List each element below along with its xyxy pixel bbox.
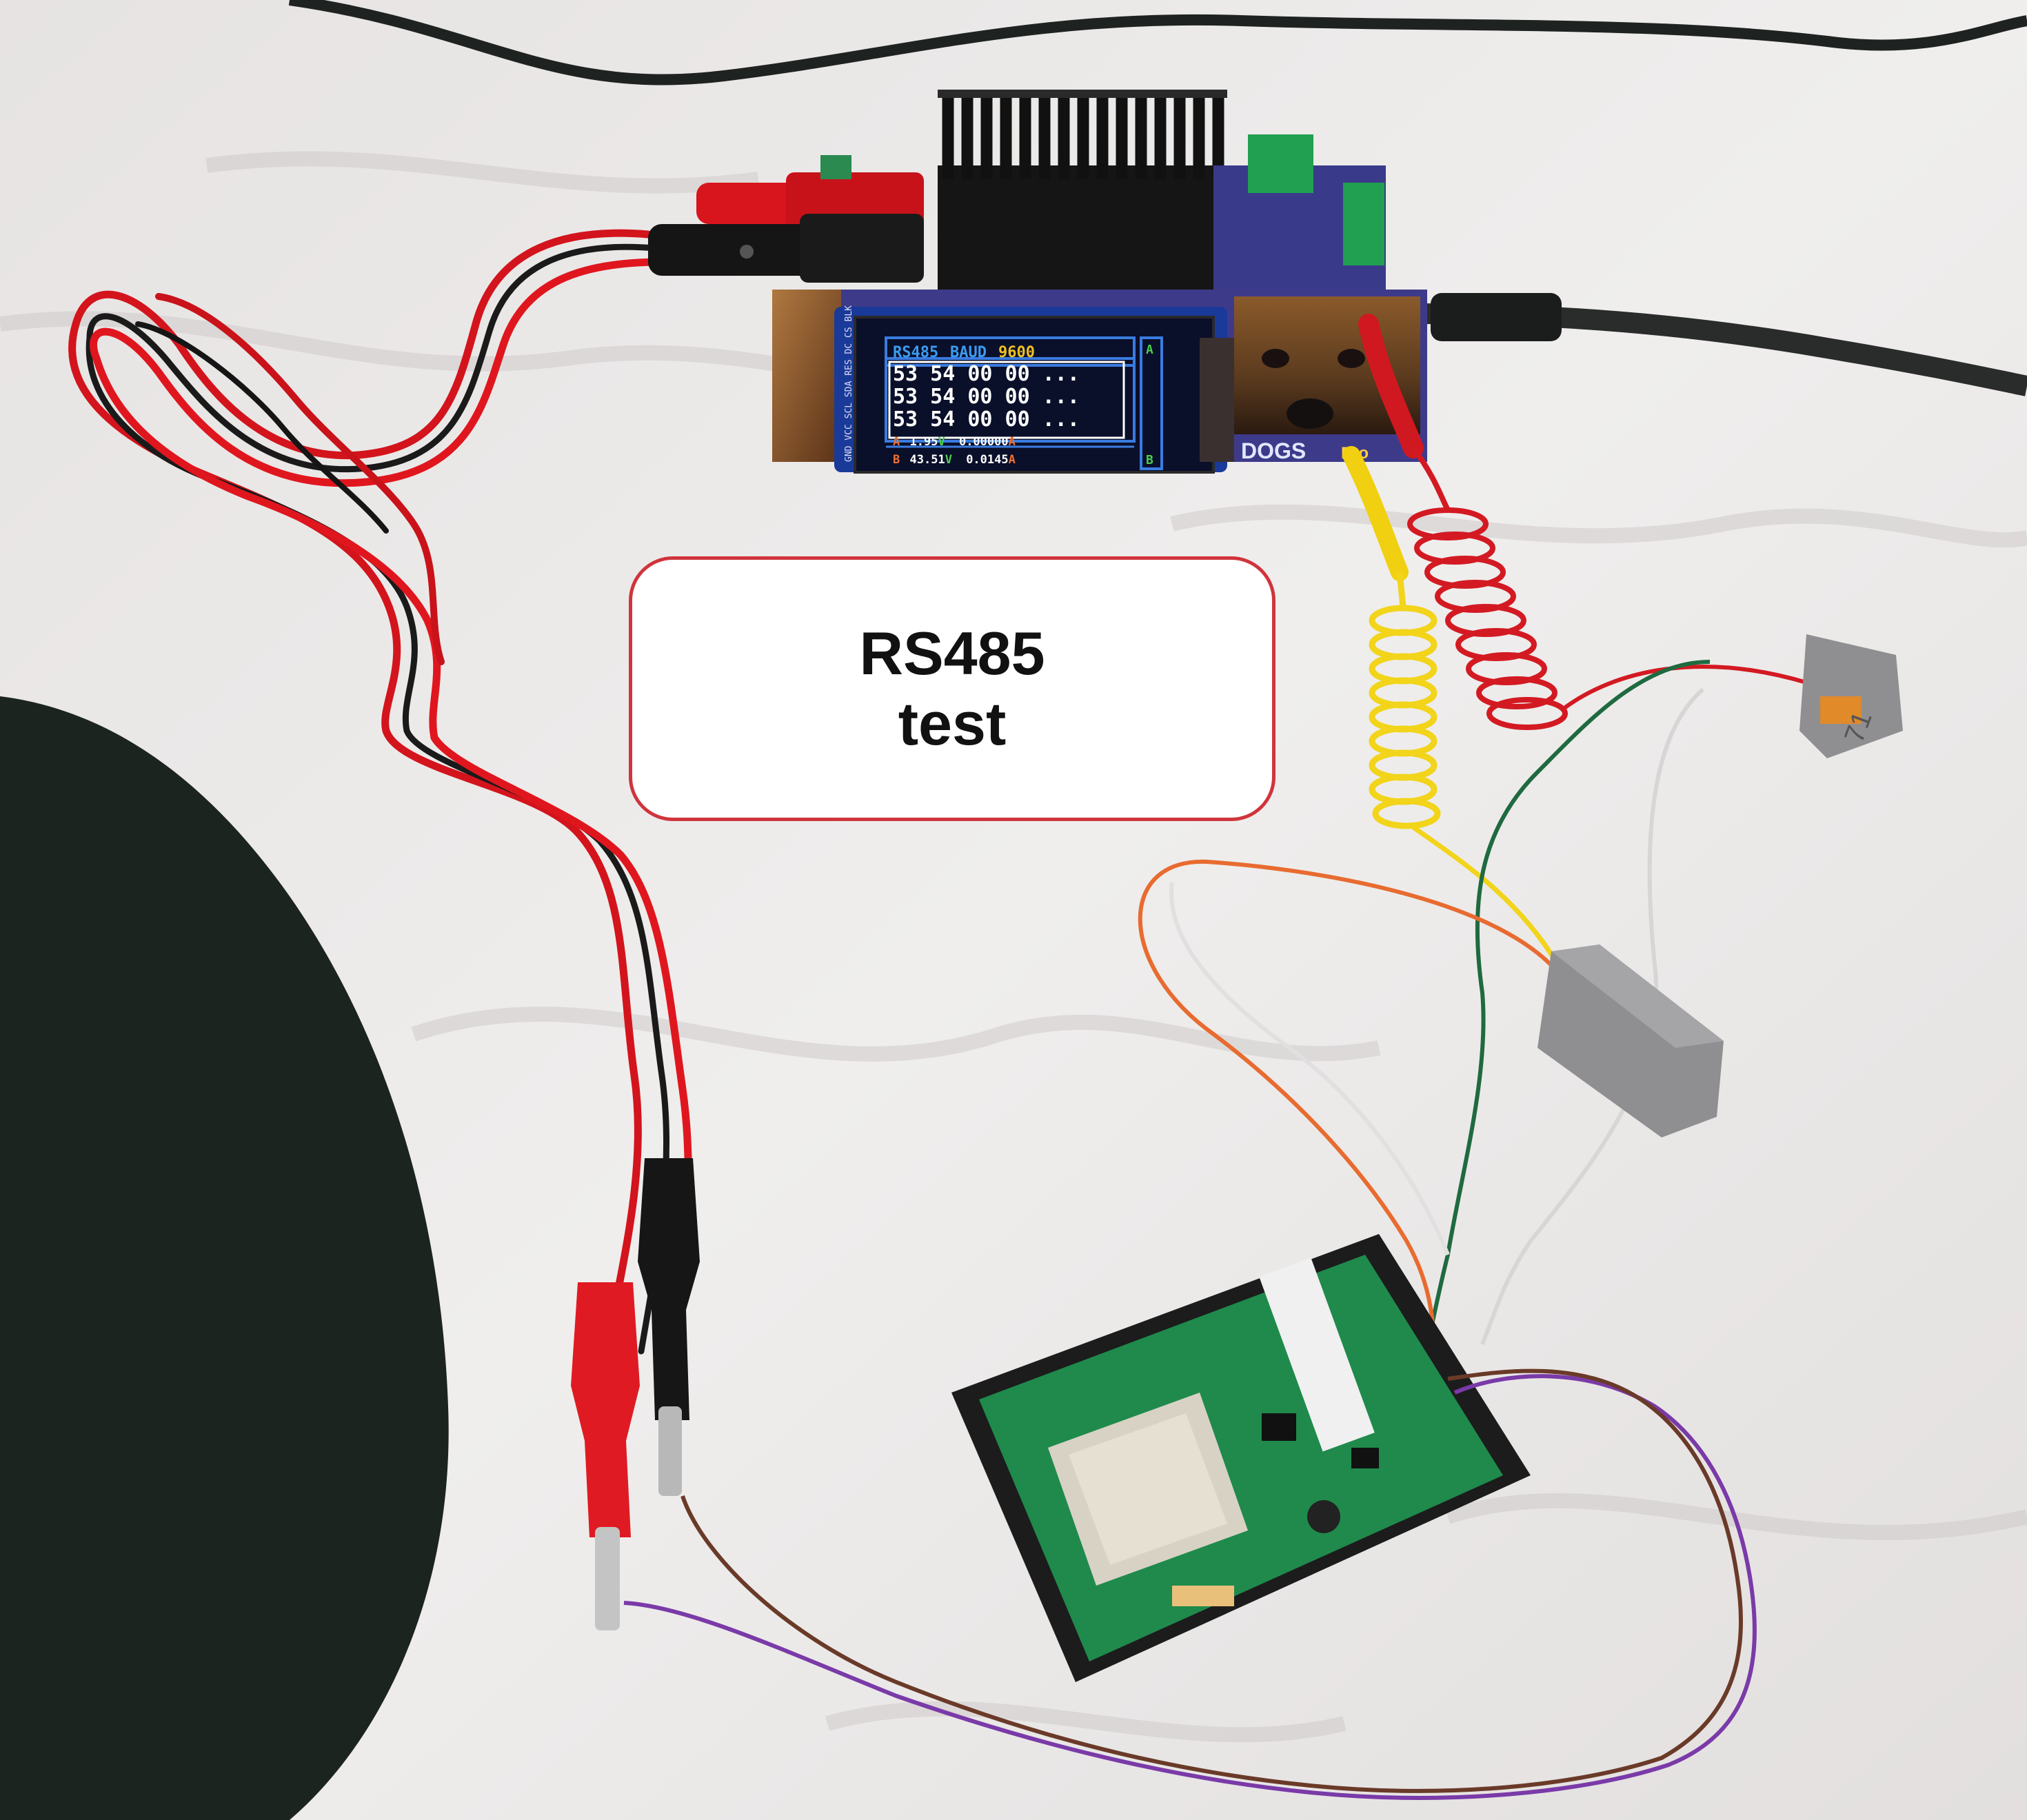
callout-line-2: test — [898, 689, 1007, 758]
red-black-test-leads — [68, 229, 692, 1521]
black-alligator-clip — [638, 1158, 700, 1496]
wago-connector-top: 71 — [1799, 634, 1903, 758]
annotation-callout: RS485 test — [629, 556, 1275, 821]
heatsink — [938, 90, 1227, 303]
lcd-channel-b: B 43.51V 0.0145A — [893, 453, 1016, 467]
wago-connector-middle — [1537, 944, 1724, 1138]
lcd-mode: RS485 — [893, 344, 938, 361]
black-power-cable — [288, 0, 2027, 85]
coiled-red-wire — [1407, 446, 1807, 730]
lcd-data-row: 53 54 00 00 ... — [893, 407, 1080, 432]
usb-plug — [1431, 293, 1562, 341]
callout-line-1: RS485 — [859, 619, 1045, 687]
lcd-baud-label: BAUD — [950, 344, 987, 361]
black-mouse-pad — [0, 696, 449, 1820]
banana-plugs — [648, 155, 924, 283]
twisted-pair-wire — [623, 1368, 1757, 1800]
driver-board — [1213, 134, 1386, 303]
lcd-pin-labels: GND VCC SCL SDA RES DC CS BLK — [844, 305, 854, 462]
red-alligator-clip — [571, 1282, 640, 1630]
lcd-baud-value: 9600 — [998, 344, 1035, 361]
lcd-channel-a: A 1.95V 0.00000A — [893, 435, 1016, 449]
coiled-yellow-wire — [1369, 572, 1561, 967]
lcd-side-tab-bottom: B — [1146, 453, 1153, 467]
probe-leads — [1342, 314, 1424, 581]
lcd-data-row: 53 54 00 00 ... — [893, 362, 1080, 386]
lcd-side-tab-top: A — [1146, 343, 1153, 357]
lcd-data-row: 53 54 00 00 ... — [893, 385, 1080, 409]
lcd-module: GND VCC SCL SDA RES DC CS BLK RS485 BAUD… — [834, 305, 1234, 474]
rs485-module — [951, 1234, 1531, 1682]
board-brand: DOGS — [1241, 438, 1306, 463]
